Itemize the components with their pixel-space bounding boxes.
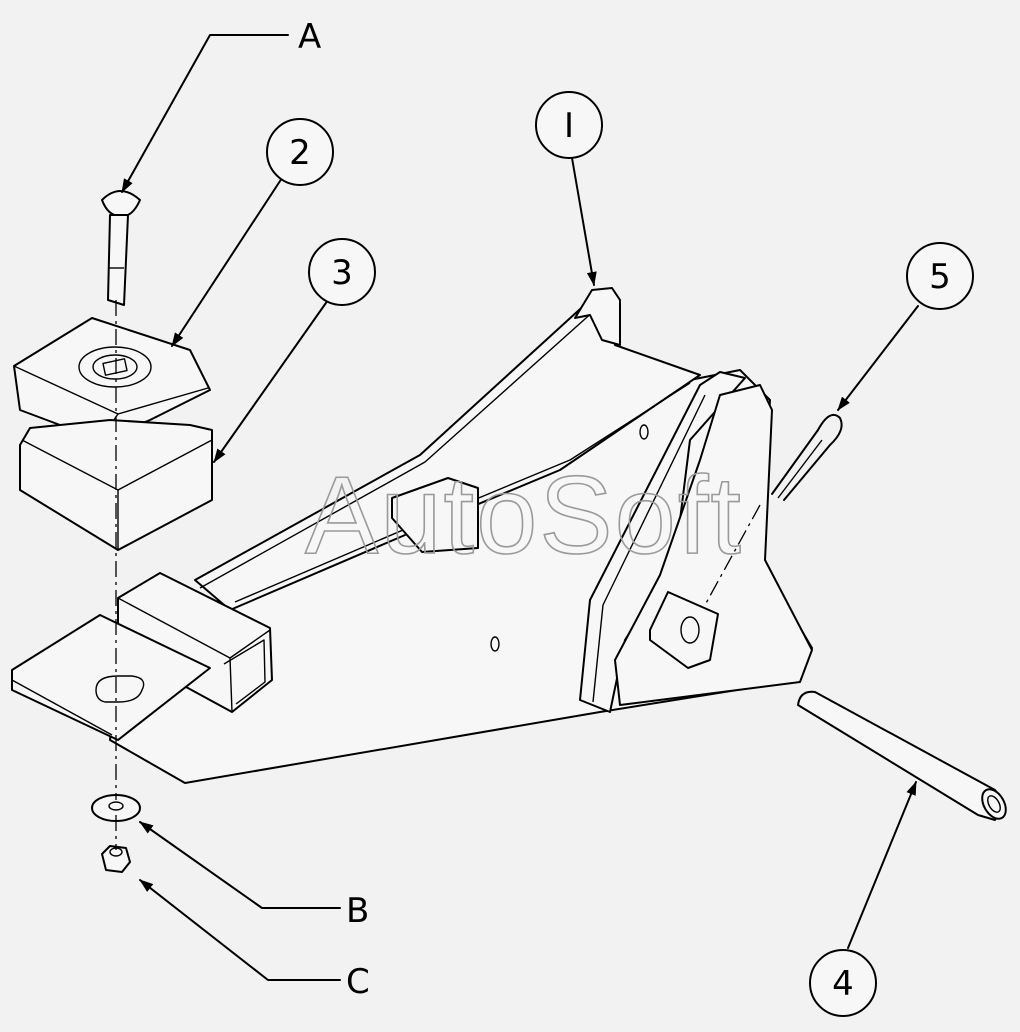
balloon-4: 4	[809, 949, 877, 1017]
nut-c	[101, 845, 131, 873]
balloon-3: 3	[308, 238, 376, 306]
balloon-3-text: 3	[331, 253, 353, 293]
leader-lines	[121, 34, 919, 981]
balloon-5: 5	[906, 242, 974, 310]
balloon-1: I	[535, 91, 603, 159]
balloon-5-text: 5	[929, 257, 951, 297]
main-frame	[11, 287, 813, 784]
balloon-1-text: I	[564, 106, 574, 146]
balloon-2: 2	[266, 118, 334, 186]
centerlines	[115, 300, 761, 850]
bolt-a	[101, 190, 141, 306]
pin-4	[797, 690, 1007, 821]
watermark: AutoSoft	[305, 454, 743, 577]
balloon-2-text: 2	[289, 133, 311, 173]
label-b: B	[346, 891, 369, 931]
label-a: A	[298, 17, 321, 57]
label-c: C	[346, 962, 370, 1002]
cotter-pin-5	[771, 414, 843, 501]
balloon-4-text: 4	[832, 964, 854, 1004]
